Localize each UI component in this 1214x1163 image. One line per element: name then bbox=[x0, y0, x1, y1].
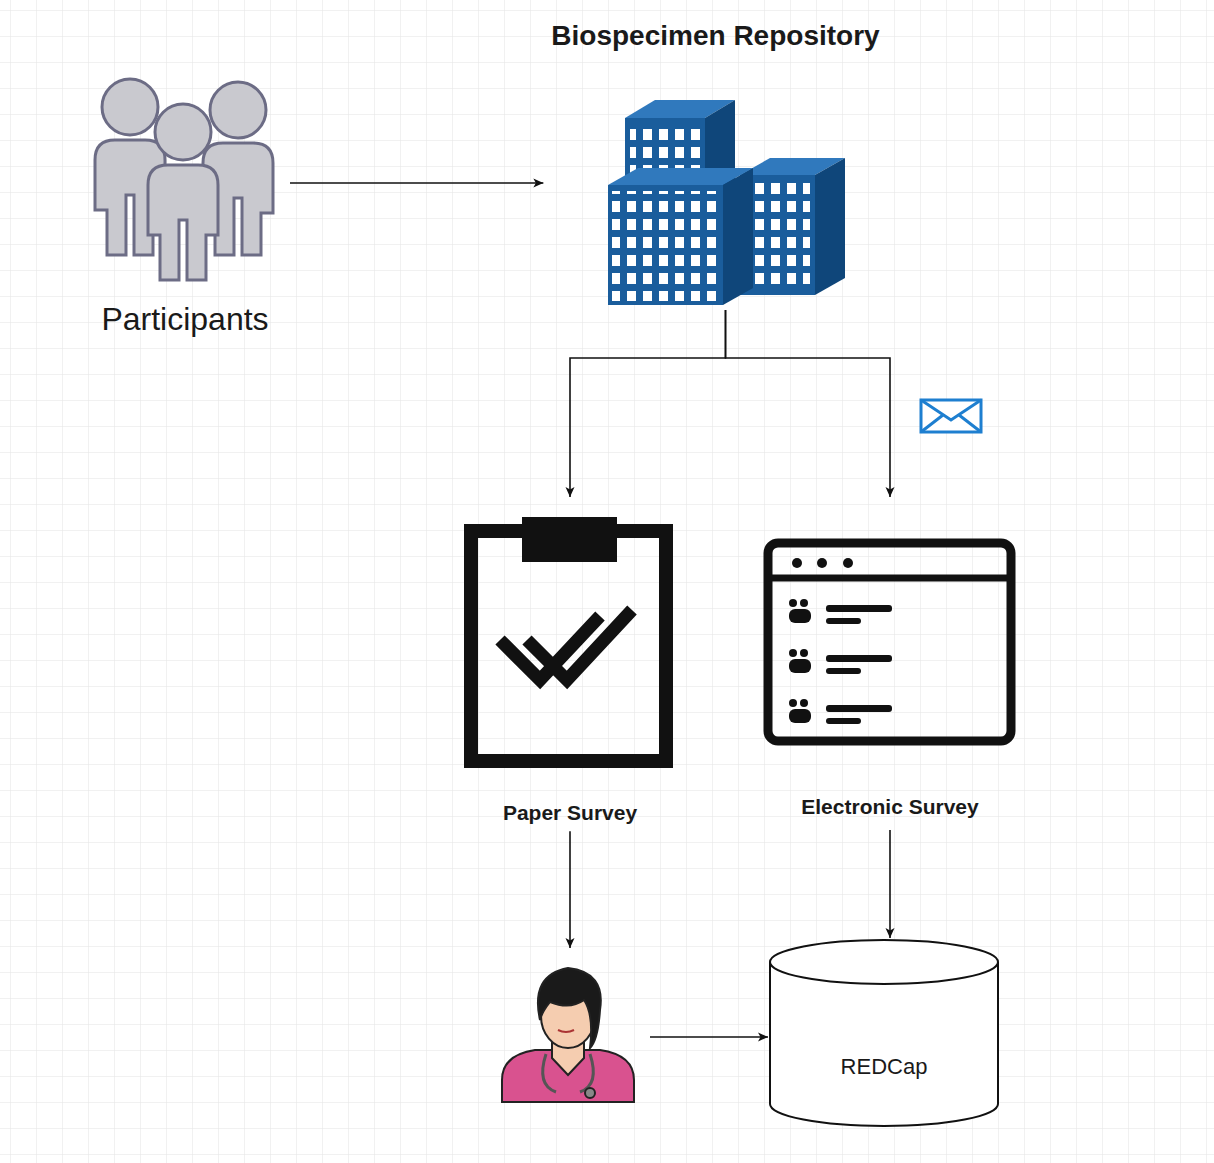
flow-arrow bbox=[726, 310, 891, 497]
browser-window-icon bbox=[768, 543, 1011, 741]
participants-node: Participants bbox=[80, 78, 290, 344]
node-label: Electronic Survey bbox=[801, 794, 978, 819]
flow-arrow bbox=[569, 831, 571, 948]
electronic-survey-node: Electronic Survey bbox=[760, 497, 1020, 830]
cylinder-rim bbox=[770, 962, 998, 984]
flow-arrow bbox=[290, 182, 543, 184]
cylinder-body bbox=[770, 940, 998, 1126]
nurse-icon bbox=[502, 968, 634, 1102]
cylinder-outline bbox=[768, 938, 1000, 1128]
clipboard-icon bbox=[471, 517, 666, 761]
flow-arrow bbox=[570, 310, 726, 497]
redcap-database: REDCap bbox=[768, 938, 1000, 1128]
people-icon bbox=[95, 79, 273, 280]
node-label: Biospecimen Repository bbox=[551, 19, 879, 53]
node-label: Participants bbox=[101, 300, 268, 338]
paper-survey-node: Paper Survey bbox=[450, 497, 690, 831]
node-label: REDCap bbox=[841, 1054, 928, 1080]
flow-arrow bbox=[650, 1036, 768, 1038]
nurse-node bbox=[495, 948, 650, 1110]
repository-node: Biospecimen Repository bbox=[543, 15, 887, 310]
envelope-icon bbox=[921, 400, 981, 432]
building-icon bbox=[608, 100, 845, 305]
node-label: Paper Survey bbox=[503, 800, 637, 825]
flow-arrow bbox=[889, 830, 891, 938]
